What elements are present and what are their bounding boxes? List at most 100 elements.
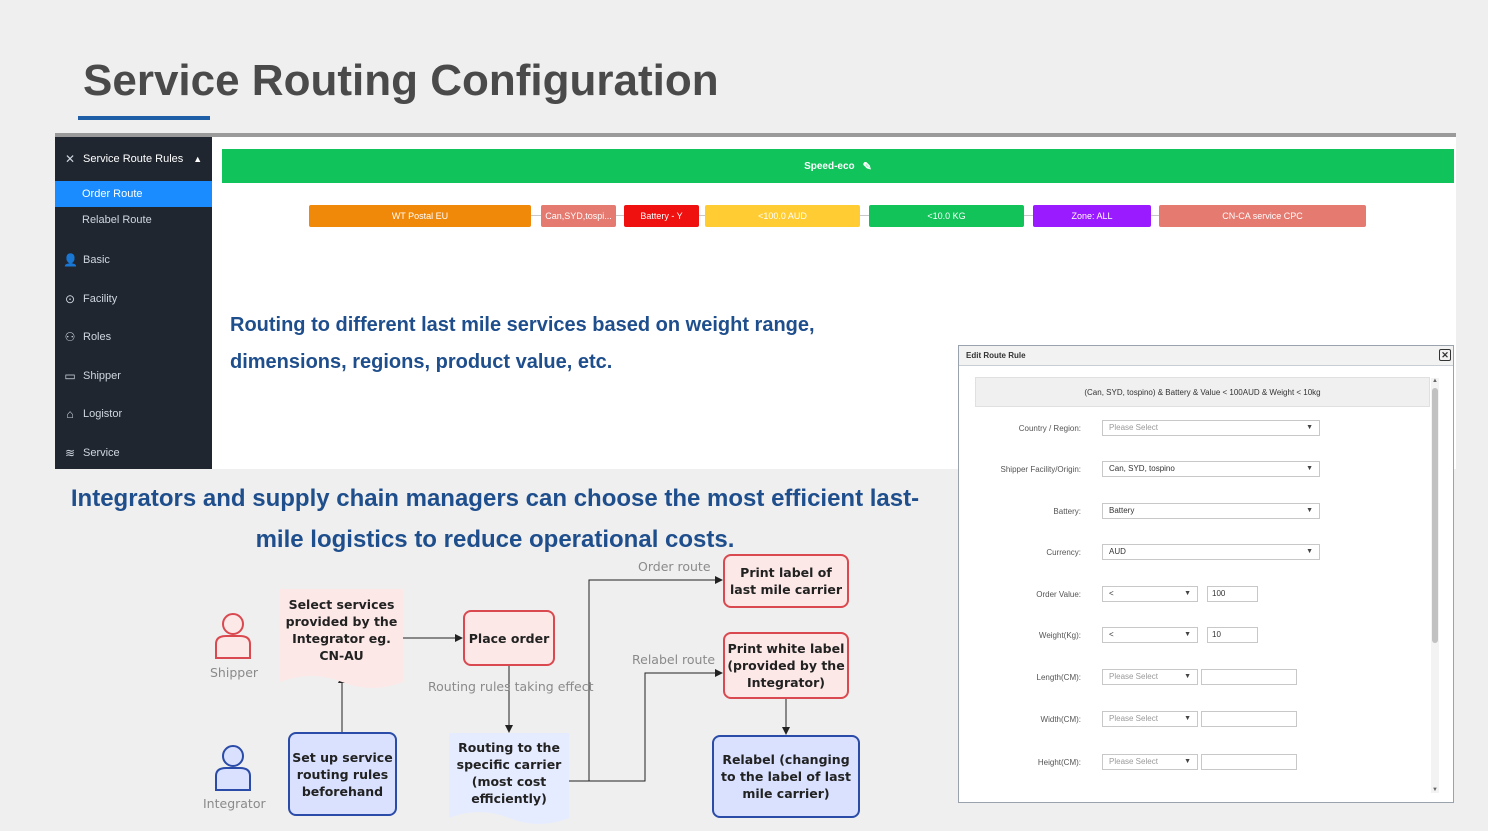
rule-summary: (Can, SYD, tospino) & Battery & Value < … [975,377,1430,407]
rule-chip-origin[interactable]: Can,SYD,tospi... [541,205,616,227]
order-value-operator-select[interactable]: <▼ [1102,586,1198,602]
height-operator-select[interactable]: Please Select▼ [1102,754,1198,770]
service-icon: ≋ [64,445,76,460]
battery-value: Battery [1109,506,1135,515]
sidebar-item-logistor[interactable]: ⌂ Logistor [55,395,212,434]
height-label: Height(CM): [1037,758,1081,767]
relabel-route-label: Relabel route [632,652,716,667]
rule-chip-zone[interactable]: Zone: ALL [1033,205,1151,227]
currency-value: AUD [1109,547,1126,556]
sidebar: ✕ Service Route Rules ▲ Order Route Rela… [55,137,212,469]
length-label: Length(CM): [1036,673,1081,682]
select-services-box: Select services provided by the Integrat… [285,597,398,663]
weight-operator-select[interactable]: <▼ [1102,627,1198,643]
order-value-operator: < [1109,589,1114,598]
main-description: Integrators and supply chain managers ca… [70,485,920,553]
length-input[interactable] [1201,669,1297,685]
sidebar-item-relabel-route[interactable]: Relabel Route [82,214,152,226]
weight-label: Weight(Kg): [1038,631,1081,640]
caret-up-icon: ▲ [193,154,203,164]
rule-chip-value[interactable]: <100.0 AUD [705,205,860,227]
length-operator-select[interactable]: Please Select ▼ [1102,669,1198,685]
sidebar-item-shipper[interactable]: ▭ Shipper [55,357,212,396]
sidebar-header-service-route-rules[interactable]: ✕ Service Route Rules ▲ [55,137,212,181]
sidebar-item-facility[interactable]: ⊙ Facility [55,280,212,319]
form-row-height: Height(CM): Please Select▼ [959,754,1429,772]
sidebar-item-label: Roles [83,331,112,344]
close-icon[interactable]: ✕ [1439,349,1451,361]
width-operator-select[interactable]: Please Select ▼ [1102,711,1198,727]
caret-down-icon: ▼ [1306,548,1313,555]
width-label: Width(CM): [1040,715,1081,724]
scroll-up-icon[interactable]: ▲ [1432,378,1438,384]
dialog-title: Edit Route Rule [966,351,1026,360]
country-label: Country / Region: [1018,424,1081,433]
dialog-header: Edit Route Rule ✕ [959,346,1453,366]
form-row-weight: Weight(Kg): <▼ 10 [959,627,1429,645]
caret-down-icon: ▼ [1184,590,1191,597]
caret-down-icon: ▼ [1184,673,1191,680]
rule-chip-carrier[interactable]: WT Postal EU [309,205,531,227]
arrow-relabel-route [569,669,723,782]
service-bar[interactable]: Speed-eco ✎ [222,149,1454,183]
origin-select[interactable]: Can, SYD, tospino ▼ [1102,461,1320,477]
app-description: Routing to different last mile services … [230,314,815,373]
shipper-label: Shipper [210,665,259,680]
title-underline [78,116,210,120]
currency-label: Currency: [1046,548,1081,557]
weight-operator: < [1109,630,1114,639]
origin-value: Can, SYD, tospino [1109,464,1175,473]
caret-down-icon: ▼ [1184,631,1191,638]
caret-down-icon: ▼ [1184,715,1191,722]
sidebar-item-roles[interactable]: ⚇ Roles [55,318,212,357]
integrator-person-icon [215,745,251,791]
height-placeholder: Please Select [1109,757,1158,766]
shipper-person-icon [215,613,251,659]
dialog-scrollbar[interactable]: ▲ ▼ [1431,378,1439,793]
scroll-down-icon[interactable]: ▼ [1432,787,1438,793]
order-value-label: Order Value: [1036,590,1081,599]
place-order-box: Place order [463,610,555,666]
rule-chip-weight[interactable]: <10.0 KG [869,205,1024,227]
roles-icon: ⚇ [64,330,76,345]
form-row-width: Width(CM): Please Select ▼ [959,711,1429,729]
battery-label: Battery: [1053,507,1081,516]
sidebar-item-label: Facility [83,292,118,305]
currency-select[interactable]: AUD ▼ [1102,544,1320,560]
relabel-box: Relabel (changing to the label of last m… [712,735,860,818]
select-services-shape [280,589,403,688]
height-input[interactable] [1201,754,1297,770]
rule-chip-battery[interactable]: Battery - Y [624,205,699,227]
caret-down-icon: ▼ [1306,465,1313,472]
length-placeholder: Please Select [1109,672,1158,681]
service-name: Speed-eco [804,160,855,172]
integrator-label: Integrator [203,796,266,811]
sidebar-item-service[interactable]: ≋ Service [55,434,212,473]
sidebar-item-basic[interactable]: 👤 Basic [55,241,212,280]
width-input[interactable] [1201,711,1297,727]
rule-chip-service[interactable]: CN-CA service CPC [1159,205,1366,227]
box-icon: ▭ [64,368,76,383]
weight-input[interactable]: 10 [1207,627,1258,643]
sidebar-item-label: Basic [83,254,110,267]
form-row-length: Length(CM): Please Select ▼ [959,669,1429,687]
caret-down-icon: ▼ [1306,507,1313,514]
sidebar-item-label: Shipper [83,369,121,382]
edit-icon[interactable]: ✎ [862,160,872,173]
battery-select[interactable]: Battery ▼ [1102,503,1320,519]
width-placeholder: Please Select [1109,714,1158,723]
routing-carrier-shape [449,733,569,824]
form-row-order-value: Order Value: <▼ 100 [959,586,1429,604]
scrollbar-thumb[interactable] [1432,388,1438,643]
order-value-input[interactable]: 100 [1207,586,1258,602]
sidebar-item-order-route[interactable]: Order Route [55,181,212,207]
form-row-country: Country / Region: Please Select▼ [959,420,1429,438]
form-row-currency: Currency: AUD ▼ [959,544,1429,562]
location-pin-icon: ⊙ [64,291,76,306]
country-select[interactable]: Please Select▼ [1102,420,1320,436]
print-white-label-box: Print white label (provided by the Integ… [723,632,849,699]
edit-route-rule-dialog: Edit Route Rule ✕ (Can, SYD, tospino) & … [958,345,1454,803]
tools-icon: ✕ [64,152,76,166]
setup-rules-box: Set up service routing rules beforehand [288,732,397,816]
